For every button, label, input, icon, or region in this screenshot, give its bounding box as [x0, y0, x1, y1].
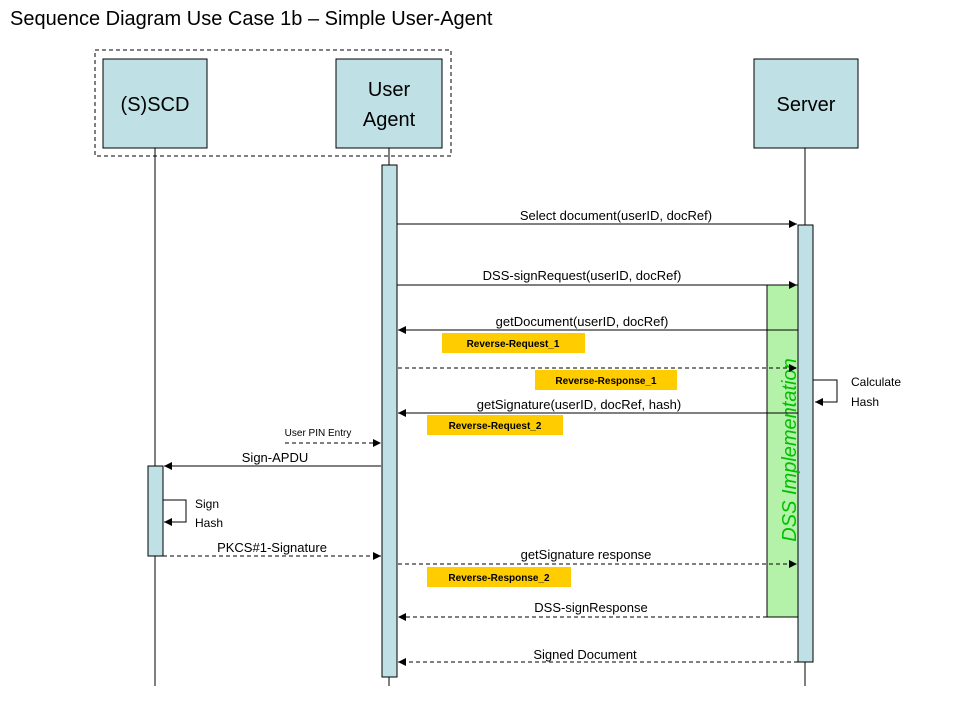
self-call-sign-hash-label-line2: Hash — [195, 516, 223, 530]
client-group-box — [94, 49, 452, 157]
self-call-sign-hash — [163, 499, 187, 526]
self-call-calculate-hash-label-line1: Calculate — [851, 375, 901, 389]
participant-server: Server — [753, 58, 859, 149]
msg-sign-request-label: DSS-signRequest(userID, docRef) — [483, 268, 682, 283]
msg-get-signature-label: getSignature(userID, docRef, hash) — [477, 397, 682, 412]
participant-user-agent: User Agent — [335, 58, 443, 149]
dss-implementation-label: DSS Implementation — [779, 358, 801, 541]
tag-reverse-response-1 — [535, 370, 677, 390]
msg-pkcs-signature-label: PKCS#1-Signature — [217, 540, 327, 555]
tag-reverse-response-1-label: Reverse-Response_1 — [555, 376, 657, 387]
msg-sign-apdu-label: Sign-APDU — [242, 450, 308, 465]
msg-sign-response-label: DSS-signResponse — [534, 600, 647, 615]
tag-reverse-request-1-label: Reverse-Request_1 — [467, 339, 560, 350]
tag-reverse-request-1 — [442, 333, 585, 353]
participant-scd-label: (S)SCD — [121, 94, 190, 116]
tag-reverse-response-2-label: Reverse-Response_2 — [448, 573, 550, 584]
msg-get-document-label: getDocument(userID, docRef) — [496, 314, 669, 329]
participant-user-agent-label-line1: User — [368, 79, 411, 101]
participant-server-label: Server — [777, 94, 836, 116]
diagram-title: Sequence Diagram Use Case 1b – Simple Us… — [10, 8, 493, 30]
msg-select-document-label: Select document(userID, docRef) — [520, 208, 712, 223]
msg-get-signature-response-label: getSignature response — [521, 547, 652, 562]
self-call-calculate-hash-label-line2: Hash — [851, 395, 879, 409]
participant-user-agent-label-line2: Agent — [363, 109, 416, 131]
msg-signed-document-label: Signed Document — [533, 647, 637, 662]
tag-reverse-request-2 — [427, 415, 563, 435]
self-call-calculate-hash — [813, 379, 838, 406]
tag-reverse-response-2 — [427, 567, 571, 587]
msg-user-pin-entry-label: User PIN Entry — [285, 428, 352, 439]
self-call-sign-hash-label-line1: Sign — [195, 497, 219, 511]
activation-scd — [147, 465, 164, 557]
participant-scd: (S)SCD — [102, 58, 208, 149]
tag-reverse-request-2-label: Reverse-Request_2 — [449, 421, 542, 432]
activation-user-agent — [381, 164, 398, 678]
